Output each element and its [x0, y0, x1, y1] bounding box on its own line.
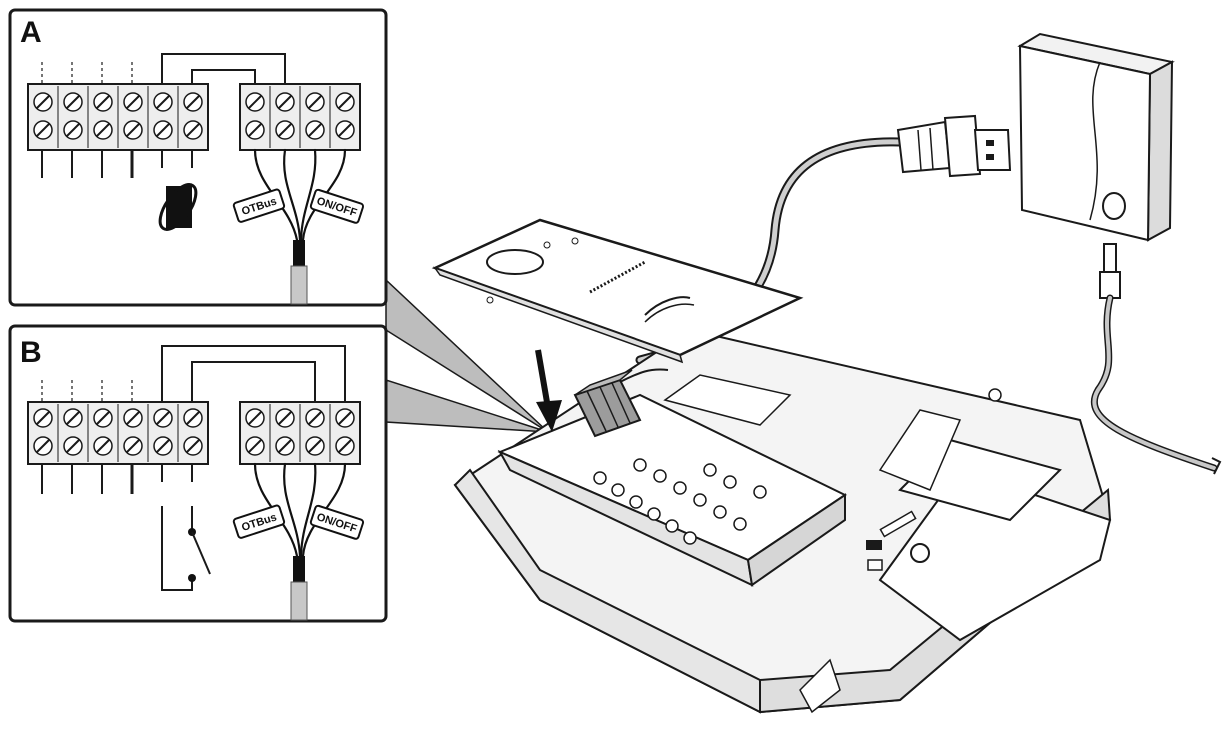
jumper-loop-icon: [158, 183, 198, 231]
panel-b-label: B: [20, 336, 42, 369]
receiver-cable: [1090, 243, 1222, 475]
callout-wedge-a: [385, 278, 549, 433]
housing-recess: [663, 374, 792, 426]
onoff-tag: ON/OFF: [309, 188, 365, 224]
switch-icon: [161, 506, 211, 591]
terminal-block-icon: [27, 83, 209, 151]
panel-a: A: [8, 8, 388, 307]
otbus-tag: OTBus: [232, 188, 286, 223]
arrow-icon: [535, 349, 562, 432]
terminal-compartment: [497, 393, 848, 587]
usb-plug-icon: [896, 114, 1012, 178]
callout-wedge-b: [385, 378, 549, 433]
cover-plate: [431, 218, 804, 364]
receiver-box-icon: [1017, 32, 1175, 242]
panel-a-label: A: [20, 16, 42, 49]
terminal-block-icon: [239, 83, 361, 151]
otbus-tag: OTBus: [232, 504, 286, 539]
panel-b: B: [8, 324, 388, 623]
connector-plug: [573, 368, 669, 438]
terminal-block-icon: [27, 401, 209, 465]
terminal-block-icon: [239, 401, 361, 465]
